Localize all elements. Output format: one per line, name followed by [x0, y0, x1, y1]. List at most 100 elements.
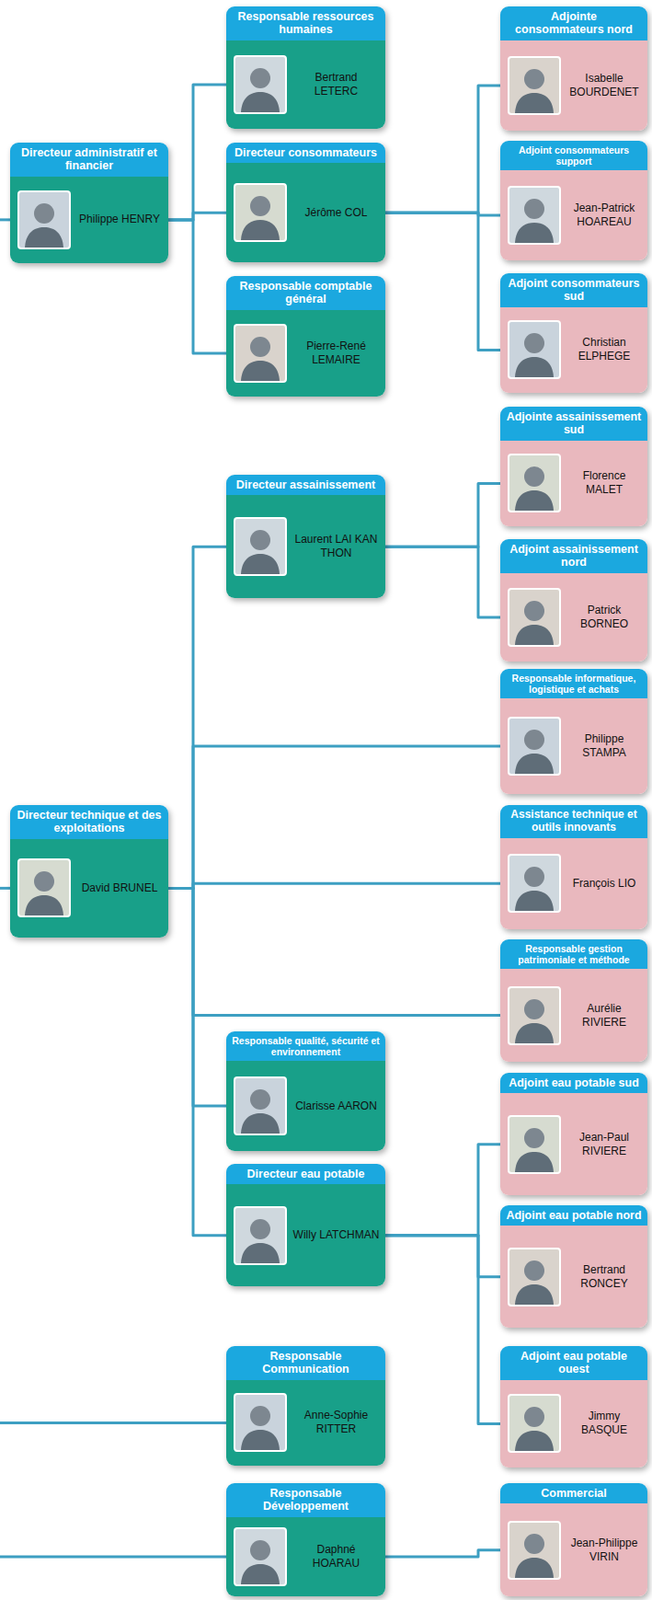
person-name: Isabelle BOURDENET [566, 71, 642, 100]
person-box: Responsable DéveloppementDaphné HOARAU [226, 1482, 386, 1596]
reporting-connector [385, 482, 501, 547]
person-box: Responsable gestion patrimoniale et méth… [500, 938, 648, 1062]
box-body: Philippe STAMPA [500, 697, 648, 794]
role-title: Responsable gestion patrimoniale et méth… [500, 938, 648, 969]
role-title: Adjoint assainissement nord [500, 538, 648, 573]
person-box: Directeur administratif et financierPhil… [10, 142, 169, 264]
portrait-photo [507, 1246, 561, 1306]
role-title: Adjoint consommateurs sud [500, 273, 648, 308]
person-box: Adjoint eau potable sudJean-Paul RIVIERE [500, 1072, 648, 1195]
portrait-photo [507, 853, 561, 913]
portrait-photo [17, 857, 71, 917]
portrait-photo [507, 1393, 561, 1453]
portrait-photo [507, 587, 561, 647]
person-box: Responsable CommunicationAnne-Sophie RIT… [226, 1345, 386, 1465]
box-body: Pierre-René LEMAIRE [226, 309, 386, 397]
reporting-connector [168, 546, 227, 888]
box-body: Jean-Philippe VIRIN [500, 1502, 648, 1596]
reporting-line [0, 1554, 227, 1557]
reporting-line [0, 1420, 227, 1424]
role-title: Responsable ressources humaines [226, 6, 386, 41]
person-box: Assistance technique et outils innovants… [500, 804, 648, 929]
person-box: Adjointe assainissement sudFlorence MALE… [500, 406, 648, 527]
reporting-connector [168, 887, 227, 1235]
person-name: Jimmy BASQUE [566, 1408, 642, 1437]
box-body: Florence MALET [500, 440, 648, 527]
person-name: Philippe STAMPA [566, 732, 642, 760]
portrait-photo [507, 716, 561, 776]
reporting-connector [168, 887, 227, 1106]
role-title: Responsable informatique, logistique et … [500, 668, 648, 698]
reporting-connector [385, 212, 501, 350]
role-title: Directeur eau potable [226, 1163, 386, 1184]
role-title: Directeur consommateurs [226, 142, 386, 163]
portrait-photo [233, 55, 287, 115]
person-name: Willy LATCHMAN [292, 1227, 380, 1242]
portrait-photo [507, 453, 561, 513]
person-box: Directeur technique et des exploitations… [10, 804, 169, 938]
portrait-photo [507, 185, 561, 245]
person-box: Directeur assainissementLaurent LAI KAN … [226, 474, 386, 598]
role-title: Adjointe assainissement sud [500, 406, 648, 441]
person-name: Aurélie RIVIERE [566, 1001, 642, 1030]
reporting-line [0, 886, 11, 890]
person-name: Clarisse AARON [292, 1098, 380, 1113]
person-box: Responsable comptable généralPierre-René… [226, 275, 386, 397]
role-title: Responsable comptable général [226, 275, 386, 310]
role-title: Assistance technique et outils innovants [500, 804, 648, 838]
person-name: Christian ELPHEGE [566, 335, 642, 364]
person-name: David BRUNEL [76, 880, 163, 895]
reporting-connector [385, 85, 501, 213]
box-body: Jérôme COL [226, 162, 386, 263]
person-name: Philippe HENRY [76, 212, 163, 227]
role-title: Adjoint consommateurs support [500, 140, 648, 171]
reporting-connector [168, 887, 501, 1015]
portrait-photo [507, 56, 561, 115]
portrait-photo [233, 1075, 287, 1135]
portrait-photo [233, 183, 287, 242]
person-box: Directeur consommateursJérôme COL [226, 142, 386, 263]
reporting-connector [385, 546, 501, 618]
box-body: Jean-Patrick HOAREAU [500, 170, 648, 261]
person-box: Adjointe consommateurs nordIsabelle BOUR… [500, 6, 648, 131]
portrait-photo [233, 1526, 287, 1586]
person-name: Jérôme COL [292, 205, 380, 220]
portrait-photo [233, 516, 287, 576]
box-body: Jimmy BASQUE [500, 1379, 648, 1467]
role-title: Directeur assainissement [226, 474, 386, 495]
role-title: Responsable Développement [226, 1482, 386, 1517]
reporting-connector [385, 1143, 501, 1236]
person-name: Jean-Patrick HOAREAU [566, 201, 642, 229]
reporting-connector [168, 219, 227, 354]
role-title: Responsable Communication [226, 1345, 386, 1380]
portrait-photo [507, 985, 561, 1045]
box-body: Bertrand RONCEY [500, 1224, 648, 1327]
person-name: Laurent LAI KAN THON [292, 532, 380, 561]
role-title: Adjointe consommateurs nord [500, 6, 648, 41]
role-title: Directeur technique et des exploitations [10, 804, 169, 839]
box-body: Laurent LAI KAN THON [226, 494, 386, 598]
box-body: Jean-Paul RIVIERE [500, 1092, 648, 1195]
person-name: Anne-Sophie RITTER [292, 1407, 380, 1436]
person-box: Adjoint eau potable ouestJimmy BASQUE [500, 1345, 648, 1467]
role-title: Adjoint eau potable ouest [500, 1345, 648, 1380]
box-body: Isabelle BOURDENET [500, 40, 648, 131]
box-body: Daphné HOARAU [226, 1516, 386, 1596]
reporting-line [0, 217, 11, 221]
role-title: Commercial [500, 1482, 648, 1503]
box-body: Clarisse AARON [226, 1060, 386, 1151]
person-name: Bertrand LETERC [292, 70, 380, 99]
box-body: Aurélie RIVIERE [500, 968, 648, 1062]
person-name: Daphné HOARAU [292, 1542, 380, 1570]
portrait-photo [233, 323, 287, 383]
reporting-connector [168, 745, 501, 888]
person-box: Adjoint eau potable nordBertrand RONCEY [500, 1204, 648, 1327]
person-name: Jean-Paul RIVIERE [566, 1130, 642, 1158]
portrait-photo [507, 320, 561, 379]
person-box: CommercialJean-Philippe VIRIN [500, 1482, 648, 1596]
person-box: Responsable qualité, sécurité et environ… [226, 1030, 386, 1151]
box-body: Bertrand LETERC [226, 40, 386, 129]
person-box: Directeur eau potableWilly LATCHMAN [226, 1163, 386, 1286]
reporting-connector [385, 1549, 501, 1556]
